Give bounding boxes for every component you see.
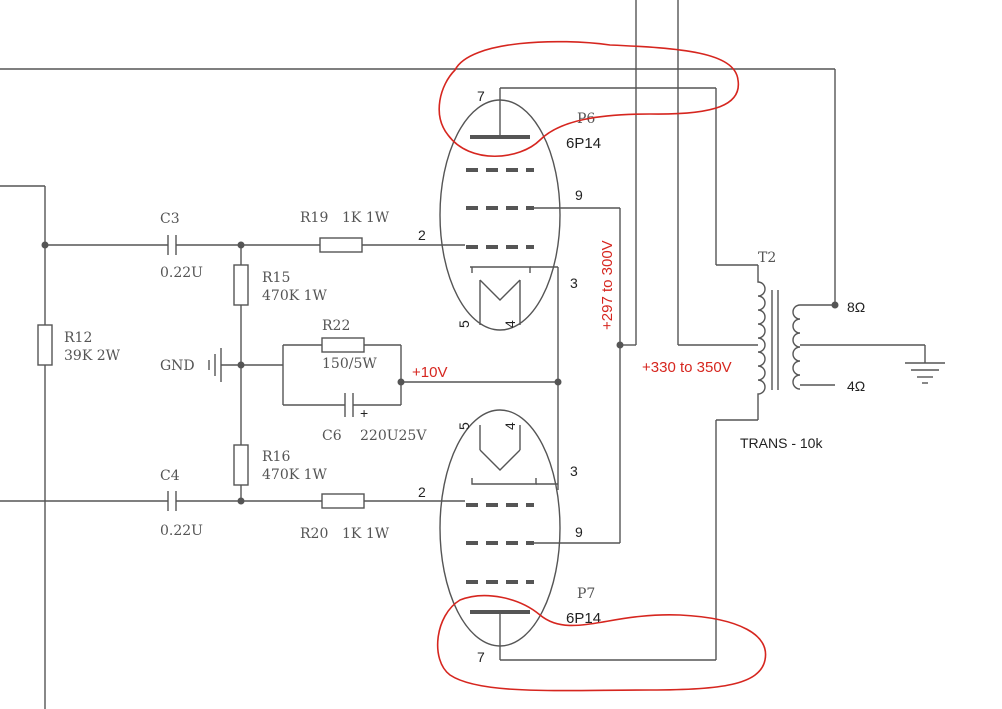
p7-type: 6P14 [566,610,601,627]
resistor-r19: R19 1K 1W [300,210,465,253]
r20-ref: R20 [300,526,328,542]
resistor-r12: R12 39K 2W [37,324,121,366]
screen-voltage-label: +297 to 300V [599,240,616,330]
top-plate-highlight [438,40,740,157]
t2-tap-8: 8Ω [847,299,865,315]
r15-ref: R15 [262,270,290,286]
cathode-network: R22 150/5W + C6 220U25V +10V [282,318,562,444]
r12-ref: R12 [64,330,92,346]
p7-ref: P7 [577,586,595,602]
r19-ref: R19 [300,210,328,226]
t2-ref: T2 [758,250,776,266]
r16-value: 470K 1W [262,467,328,483]
p6-pin-plate: 7 [477,88,485,104]
c6-ref: C6 [322,428,342,444]
p6-pin-cathode: 3 [570,275,578,291]
tube-p7: 7 9 2 3 5 4 P7 6P14 [418,345,621,665]
tube-p6: 7 9 2 3 5 4 P6 6P14 [418,88,621,490]
supply-wiring: +297 to 300V +330 to 350V [500,0,758,661]
c3-value: 0.22U [160,265,203,281]
t2-tap-4: 4Ω [847,378,865,394]
p7-pin-plate: 7 [477,649,485,665]
p7-pin-cathode: 3 [570,463,578,479]
cathode-voltage-label: +10V [412,364,447,381]
resistor-r20: R20 1K 1W [300,493,465,542]
resistor-r16: R16 470K 1W [233,444,328,501]
c3-ref: C3 [160,211,180,227]
r12-value: 39K 2W [64,348,121,364]
r22-value: 150/5W [322,356,377,372]
p6-pin-h1: 5 [456,320,472,328]
left-wiring [0,68,836,709]
t2-name: TRANS - 10k [740,435,823,451]
transformer-t2: T2 TRANS - 10k 8Ω 4Ω [740,250,945,451]
gnd-label: GND [160,358,195,374]
r20-value: 1K 1W [342,526,390,542]
capacitor-c4: C4 0.22U [160,468,322,539]
c4-ref: C4 [160,468,180,484]
red-highlight-loops [436,40,767,692]
p6-pin-h2: 4 [502,320,518,328]
resistor-r15: R15 470K 1W [233,245,328,445]
ground-symbol: GND [160,348,283,382]
p6-pin-g1: 2 [418,227,426,243]
p6-type: 6P14 [566,135,601,152]
c4-value: 0.22U [160,523,203,539]
bottom-plate-highlight [436,594,767,692]
p7-pin-h1: 5 [456,422,472,430]
r15-value: 470K 1W [262,288,328,304]
c6-value: 220U25V [360,428,427,444]
r19-value: 1K 1W [342,210,390,226]
c6-polarity: + [360,405,368,421]
r16-ref: R16 [262,449,290,465]
plate-voltage-label: +330 to 350V [642,359,732,376]
capacitor-c3: C3 0.22U [160,211,352,281]
p6-pin-g2: 9 [575,187,583,203]
p7-pin-g1: 2 [418,484,426,500]
p7-pin-h2: 4 [502,422,518,430]
r22-ref: R22 [322,318,350,334]
p7-pin-g2: 9 [575,524,583,540]
